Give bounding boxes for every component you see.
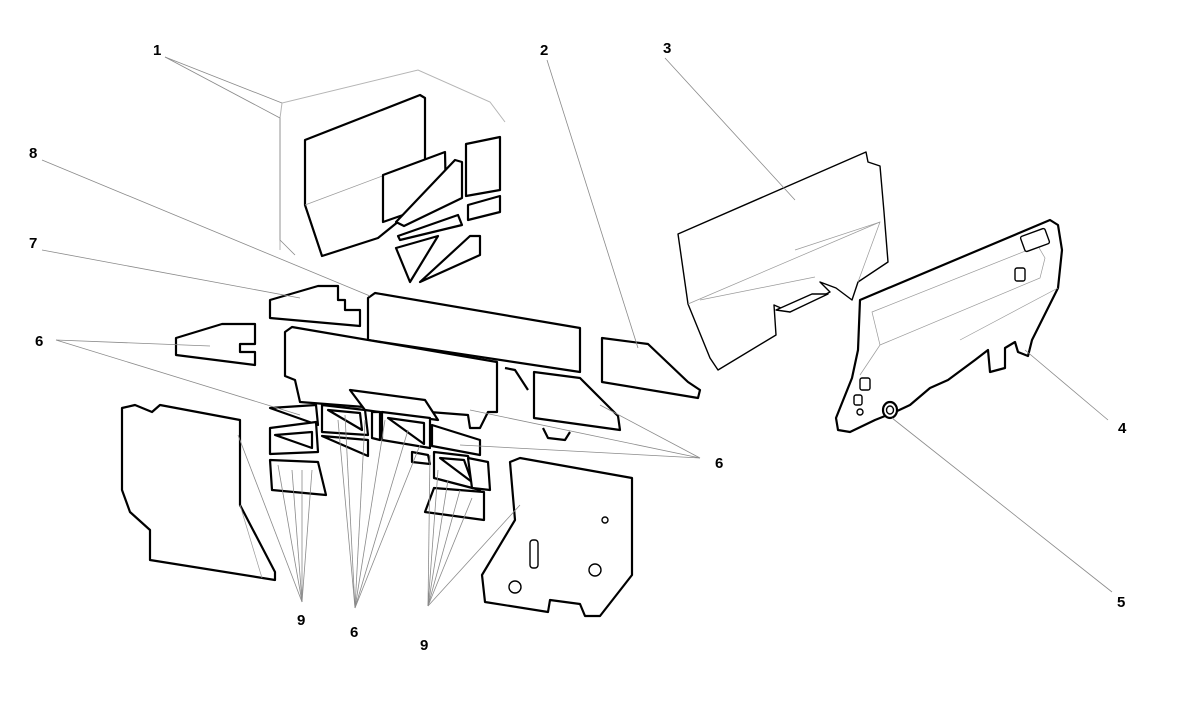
- part-9-left-panel: [120, 403, 277, 582]
- part-6-left-pad: [174, 322, 257, 367]
- part-2-wedge: [600, 336, 702, 400]
- callout-6-right: 6: [715, 455, 723, 472]
- part-8-long-pad: [366, 291, 582, 442]
- callout-9-left: 9: [297, 612, 305, 629]
- small-wedge-pads: [268, 388, 492, 522]
- callout-6-bottom: 6: [350, 624, 358, 641]
- callout-8: 8: [29, 145, 37, 162]
- part-6-right-pad: [532, 370, 622, 432]
- leader-lines: [41, 56, 1113, 609]
- part-1-pads: [303, 93, 502, 284]
- part-3-bulkhead-panel: [677, 151, 889, 371]
- part-6-middle-pad: [283, 325, 499, 430]
- callout-9-right: 9: [420, 637, 428, 654]
- callout-1: 1: [153, 42, 161, 59]
- part-7-small-pad: [268, 284, 362, 328]
- callout-4: 4: [1118, 420, 1127, 437]
- part-9-right-panel: [480, 456, 634, 618]
- part-4-side-panel: [834, 218, 1064, 434]
- callout-5: 5: [1117, 594, 1125, 611]
- callout-3: 3: [663, 40, 671, 57]
- callout-7: 7: [29, 235, 37, 252]
- callout-2: 2: [540, 42, 548, 59]
- callout-6-left: 6: [35, 333, 43, 350]
- part-5-grommet: [881, 400, 899, 420]
